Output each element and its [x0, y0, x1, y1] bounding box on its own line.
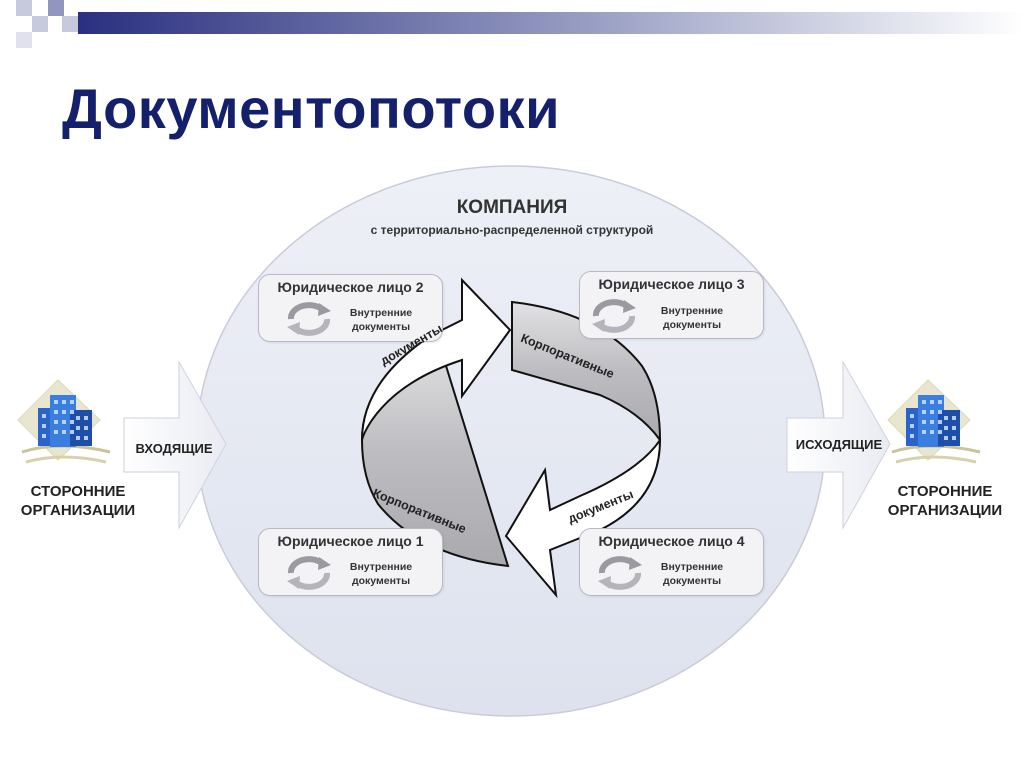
entity-title: Юридическое лицо 4 [598, 533, 745, 549]
building-icon-left [17, 379, 111, 464]
cycle-arrow-top-white [361, 277, 512, 441]
outgoing-arrow-label: ИСХОДЯЩИЕ [795, 437, 883, 452]
outgoing-arrow [786, 360, 891, 530]
cycle-band-top-gray [511, 300, 662, 444]
refresh-cycle-icon [598, 556, 642, 590]
entity-title: Юридическое лицо 3 [598, 276, 745, 292]
company-circle [196, 165, 826, 717]
cycle-arrow-bottom-white [504, 436, 662, 599]
header-decoration [16, 0, 1024, 48]
company-title: КОМПАНИЯ [456, 197, 568, 218]
page-title: Документопотоки [62, 77, 560, 140]
entity-title: Юридическое лицо 2 [277, 279, 424, 295]
entity-title: Юридическое лицо 1 [277, 533, 424, 549]
refresh-cycle-icon [592, 299, 636, 333]
incoming-arrow [123, 360, 227, 530]
incoming-arrow-label: ВХОДЯЩИЕ [135, 441, 213, 456]
company-subtitle: с территориально-распределенной структур… [370, 223, 654, 237]
building-icon-right [887, 379, 981, 464]
refresh-cycle-icon [287, 556, 331, 590]
refresh-cycle-icon [287, 302, 331, 336]
